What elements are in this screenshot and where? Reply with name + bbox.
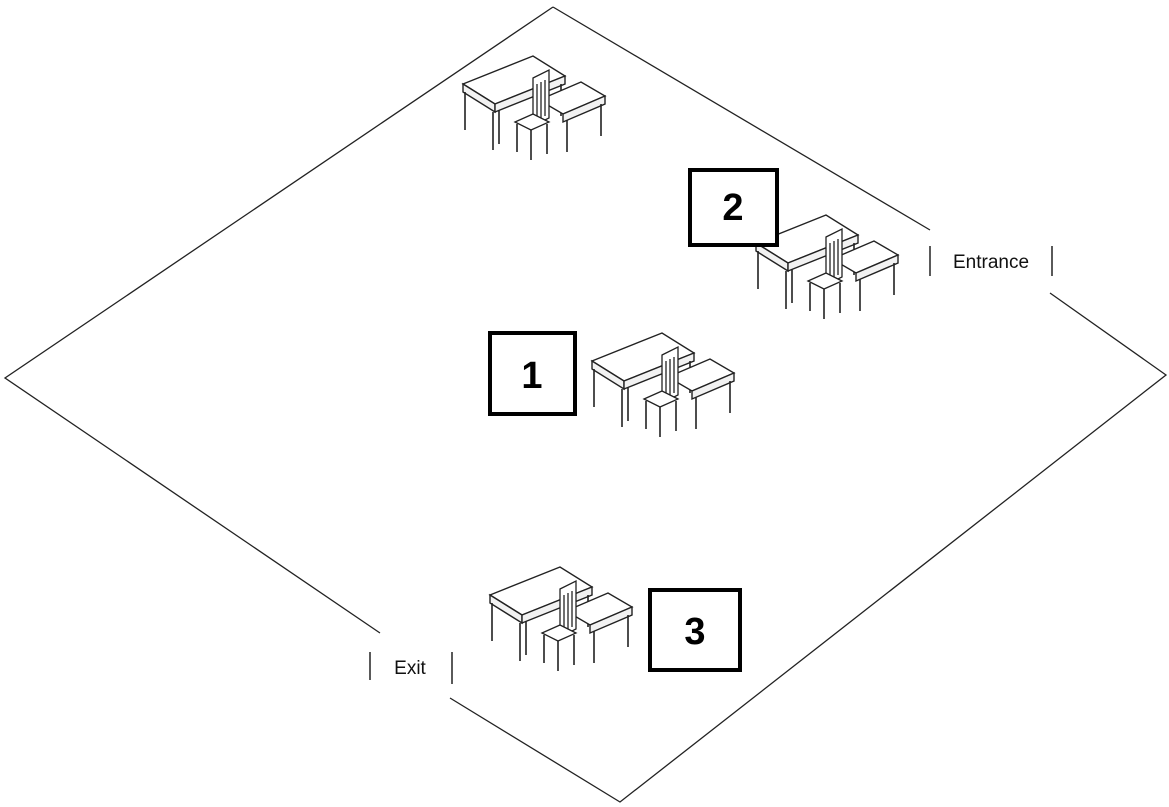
desk-group-top bbox=[462, 55, 606, 161]
marker-1: 1 bbox=[488, 331, 577, 416]
entrance-label: Entrance bbox=[953, 252, 1029, 273]
desk-group-1 bbox=[591, 332, 735, 438]
marker-2-label: 2 bbox=[722, 187, 743, 229]
desk-group-3 bbox=[489, 566, 633, 672]
room-wall-right bbox=[449, 292, 1168, 803]
marker-3: 3 bbox=[648, 588, 742, 672]
marker-1-label: 1 bbox=[521, 355, 542, 397]
entrance-marker: Entrance bbox=[929, 246, 1053, 276]
marker-2: 2 bbox=[688, 168, 779, 247]
exit-label: Exit bbox=[394, 658, 426, 679]
room-wall-left bbox=[3, 6, 554, 634]
marker-3-label: 3 bbox=[684, 611, 705, 653]
room-wall-top-right bbox=[552, 6, 931, 231]
exit-marker: Exit bbox=[369, 652, 453, 684]
